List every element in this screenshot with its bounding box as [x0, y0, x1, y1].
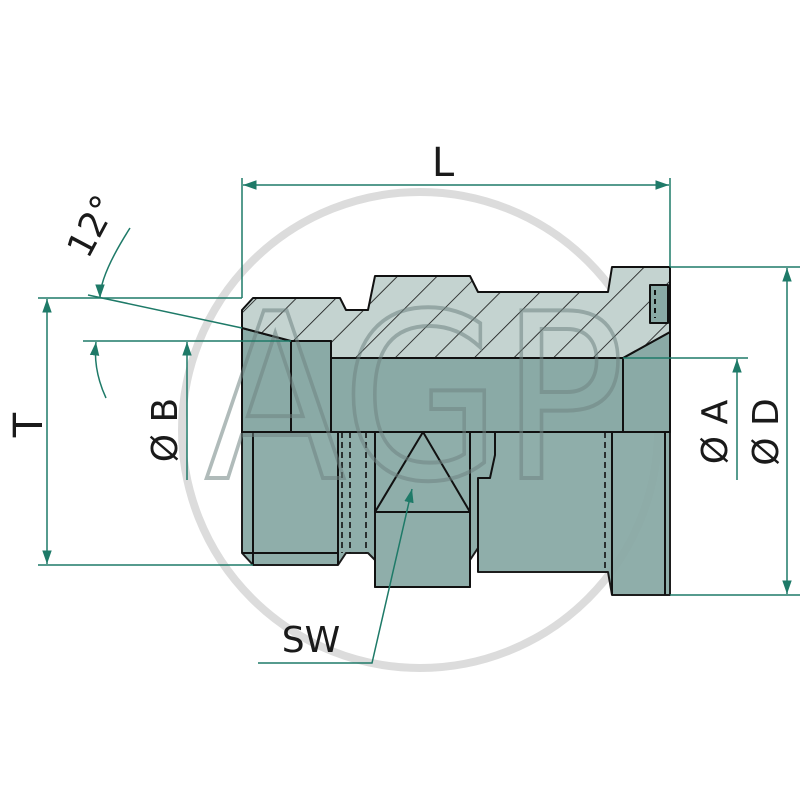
label-t: T — [6, 412, 52, 438]
label-diameter-a: Ø A — [695, 399, 736, 464]
label-diameter-d: Ø D — [746, 398, 787, 466]
sw-leader — [258, 488, 414, 664]
watermark-text: AGP — [205, 266, 625, 533]
hex-flats — [374, 431, 471, 588]
label-l: L — [432, 140, 455, 186]
dimension-angle-arc — [95, 227, 131, 299]
dimensions — [38, 178, 800, 664]
label-sw: SW — [282, 620, 340, 661]
label-diameter-b: Ø B — [145, 398, 186, 462]
